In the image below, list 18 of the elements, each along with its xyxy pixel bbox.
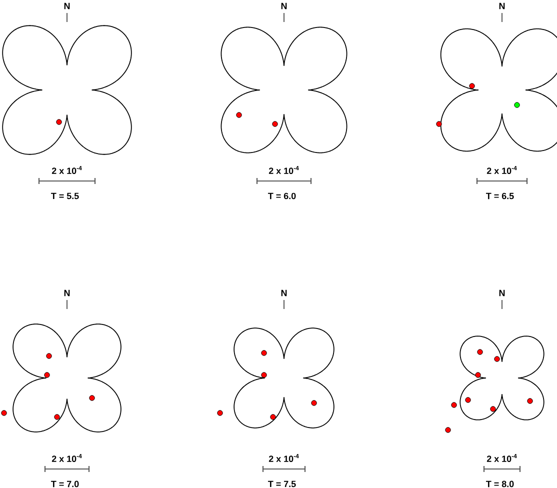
time-label: T = 5.5 [51,192,79,200]
time-label: T = 6.0 [268,192,296,200]
time-label: T = 7.5 [268,480,296,488]
north-label: N [281,2,287,10]
scale-label: 2 x 10$^{-4}$ [52,454,82,462]
scale-label: 2 x 10$^{-4}$ [268,454,299,462]
north-label: N [499,290,505,296]
north-label: N [64,2,70,10]
scale-label: 2 x 10$^{-4}$ [52,166,82,174]
north-label: N [499,2,505,10]
north-label: N [281,290,287,296]
time-label: T = 8.0 [486,480,514,488]
north-label: N [64,290,70,296]
scale-label: 2 x 10$^{-4}$ [268,166,299,174]
time-label: T = 7.0 [51,480,79,488]
scale-label: 2 x 10$^{-4}$ [486,454,517,462]
scale-label: 2 x 10$^{-4}$ [486,166,517,174]
time-label: T = 6.5 [486,192,514,200]
